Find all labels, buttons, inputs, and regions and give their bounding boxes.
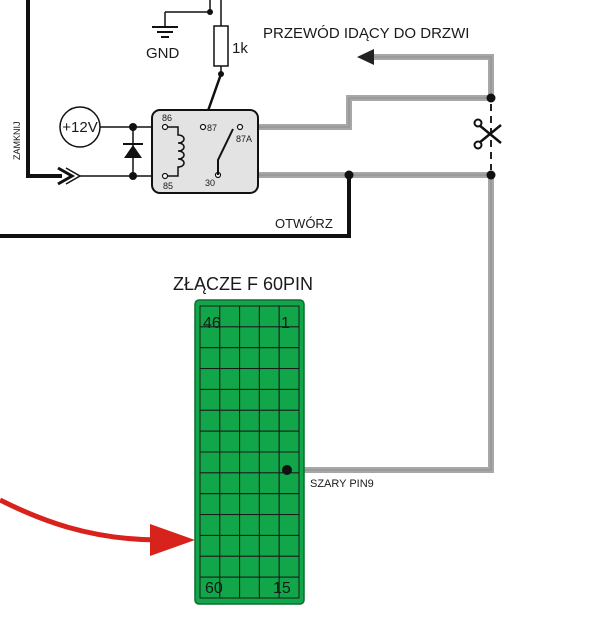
connector-cell (278, 514, 300, 536)
grey-pin-label: SZARY PIN9 (310, 478, 374, 490)
connector-cell (258, 326, 280, 349)
relay-coil-icon (161, 123, 185, 180)
connector-title: ZŁĄCZE F 60PIN (173, 274, 313, 294)
supply-label: +12V (62, 119, 97, 136)
connector-pin-46: 46 (203, 315, 221, 332)
connector-cell (219, 305, 241, 328)
connector-cell (219, 493, 241, 516)
connector-cell (258, 388, 280, 411)
connector-cell (219, 514, 241, 536)
connector-cell (239, 305, 260, 328)
connector-cell (258, 409, 280, 432)
connector-cell (199, 514, 221, 536)
connector-cell (239, 430, 260, 453)
connector-cell (258, 451, 280, 474)
ground-icon (152, 11, 210, 38)
connector-cell (258, 514, 280, 536)
relay: 86 87 87A 85 30 (151, 109, 259, 194)
resistor-icon (213, 25, 229, 67)
connector-cell (199, 493, 221, 516)
connector-cell (278, 555, 300, 578)
connector-cell (258, 555, 280, 578)
connector-cell (239, 451, 260, 474)
relay-pin-86: 86 (162, 113, 172, 123)
connector-cell (239, 576, 260, 599)
gnd-label: GND (146, 45, 180, 62)
supply-terminal: +12V (59, 106, 101, 148)
relay-pin-87: 87 (207, 123, 217, 133)
close-label: ZAMKNIJ (12, 121, 22, 160)
resistor-label: 1k (232, 40, 248, 57)
connector-cell (199, 388, 221, 411)
connector-pin-15: 15 (273, 580, 291, 597)
connector-pin-60: 60 (205, 580, 223, 597)
connector-cell (199, 555, 221, 578)
connector-cell (239, 409, 260, 432)
connector-cell (278, 409, 300, 432)
door-wire-label: PRZEWÓD IDĄCY DO DRZWI (263, 25, 469, 42)
connector-cell (239, 555, 260, 578)
connector-cell (278, 472, 300, 495)
connector-cell (219, 368, 241, 390)
connector-cell (278, 347, 300, 370)
relay-pin-87a: 87A (236, 134, 252, 144)
black-wires (0, 0, 351, 238)
connector-cell (239, 472, 260, 495)
connector-cell (199, 368, 221, 390)
connector-cell (199, 347, 221, 370)
connector-cell (258, 472, 280, 495)
connector-cell (219, 430, 241, 453)
arrow-icon (357, 49, 374, 65)
connector-grid (199, 305, 300, 599)
open-wire (0, 175, 351, 238)
connector-cell (258, 347, 280, 370)
diode-icon (123, 127, 143, 176)
relay-pin-30: 30 (205, 178, 215, 188)
connector-cell (239, 388, 260, 411)
connector-cell (239, 493, 260, 516)
connector-cell (219, 555, 241, 578)
connector-cell (258, 430, 280, 453)
connector-cell (199, 451, 221, 474)
connector-cell (199, 534, 221, 557)
connector-cell (219, 451, 241, 474)
connector-cell (199, 430, 221, 453)
connector-cell (278, 368, 300, 390)
connector-cell (219, 472, 241, 495)
connector-cell (278, 576, 300, 599)
wire-87a (240, 95, 491, 130)
connector-cell (219, 326, 241, 349)
connector-cell (219, 347, 241, 370)
connector-pin-1: 1 (281, 315, 290, 332)
connector-cell (258, 493, 280, 516)
connector-cell (219, 534, 241, 557)
arrow-icon (0, 497, 195, 556)
relay-pin-85: 85 (163, 181, 173, 191)
connector-cell (258, 368, 280, 390)
close-wire (26, 0, 62, 178)
door-wire-top (370, 54, 494, 98)
connector-cell (258, 305, 280, 328)
scissors-icon (473, 118, 502, 150)
connector-60pin: 46 1 60 15 (194, 299, 305, 605)
connector-cell (278, 430, 300, 453)
connector-cell (239, 368, 260, 390)
pin9-marker (282, 465, 292, 475)
open-label: OTWÓRZ (275, 216, 333, 231)
grey-wires (218, 54, 494, 473)
connector-cell (199, 472, 221, 495)
connector-cell (258, 534, 280, 557)
connector-cell (239, 347, 260, 370)
connector-cell (278, 388, 300, 411)
connector-cell (199, 409, 221, 432)
connector-cell (239, 326, 260, 349)
connector-cell (219, 388, 241, 411)
connector-cell (278, 534, 300, 557)
connector-cell (278, 493, 300, 516)
connector-cell (239, 534, 260, 557)
connector-cell (219, 409, 241, 432)
connector-cell (239, 514, 260, 536)
